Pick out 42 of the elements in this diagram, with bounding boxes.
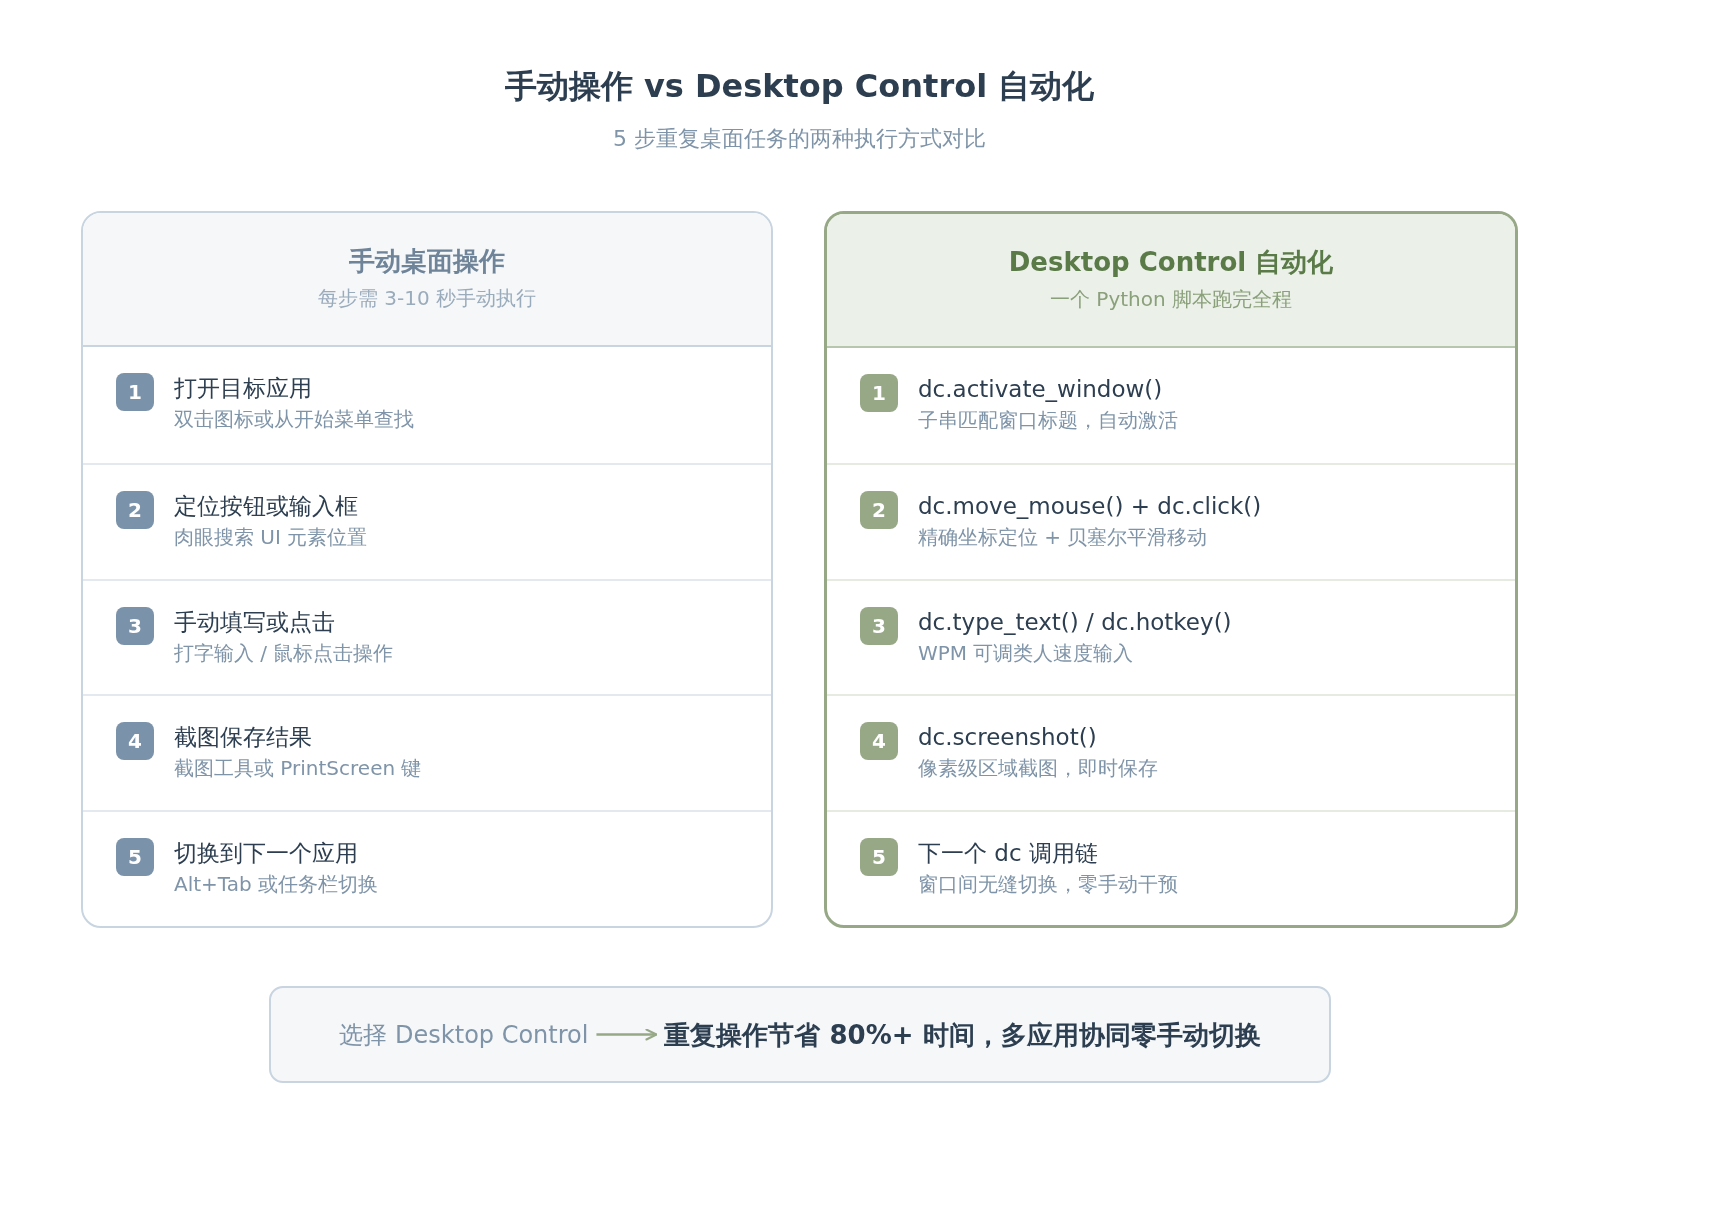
step-number: 2 [116,490,154,529]
step-title: 截图保存结果 [174,723,312,753]
page-subtitle: 5 步重复桌面任务的两种执行方式对比 [613,125,986,153]
comparison-panel [824,211,1518,928]
comparison-panel [81,211,773,928]
step-number: 5 [860,837,898,876]
step-description: 肉眼搜索 UI 元素位置 [174,523,368,551]
step-title: dc.screenshot() [918,723,1097,753]
step-number: 4 [860,722,898,761]
panel-heading: 手动桌面操作 [349,245,505,278]
step-description: 双击图标或从开始菜单查找 [174,406,414,433]
page-title: 手动操作 vs Desktop Control 自动化 [504,66,1095,106]
step-number: 1 [116,373,154,411]
step-description: WPM 可调类人速度输入 [918,639,1134,667]
step-description: 窗口间无缝切换，零手动干预 [918,870,1178,898]
summary-lead-text: 选择 Desktop Control [339,1018,589,1051]
step-title: dc.activate_window() [918,375,1163,404]
step-description: 子串匹配窗口标题，自动激活 [918,407,1178,434]
step-title: dc.move_mouse() + dc.click() [918,492,1262,522]
step-title: 下一个 dc 调用链 [918,838,1098,868]
summary-banner [269,986,1331,1083]
step-description: 截图工具或 PrintScreen 键 [174,755,422,783]
step-description: 像素级区域截图，即时保存 [918,755,1158,783]
step-number: 4 [116,722,154,761]
step-number: 2 [860,491,898,530]
step-number: 5 [116,838,154,877]
step-description: 打字输入 / 鼠标点击操作 [174,639,394,667]
panel-subtitle: 每步需 3-10 秒手动执行 [317,285,537,312]
step-number: 3 [116,606,154,645]
step-title: 切换到下一个应用 [174,839,358,869]
step-description: 精确坐标定位 + 贝塞尔平滑移动 [918,524,1208,552]
arrow [596,1028,658,1041]
summary-highlight-text: 重复操作节省 80%+ 时间，多应用协同零手动切换 [664,1017,1261,1052]
step-number: 3 [860,606,898,645]
step-title: 手动填写或点击 [174,607,335,637]
panel-heading: Desktop Control 自动化 [1008,246,1334,279]
step-title: 定位按钮或输入框 [174,491,358,521]
step-title: 打开目标应用 [174,374,312,403]
step-title: dc.type_text() / dc.hotkey() [918,607,1232,637]
step-number: 1 [860,374,898,412]
step-description: Alt+Tab 或任务栏切换 [174,871,379,899]
panel-subtitle: 一个 Python 脚本跑完全程 [1049,286,1292,313]
